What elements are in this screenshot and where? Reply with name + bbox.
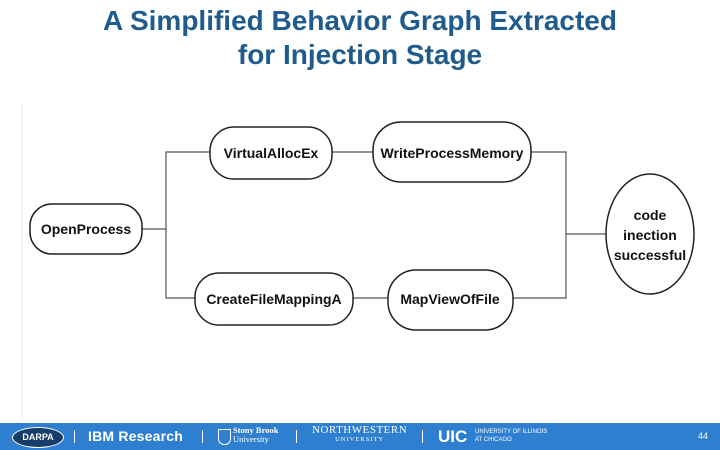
- edge-mapviewoffile-success: [512, 234, 567, 299]
- behavior-graph: OpenProcess VirtualAllocEx WriteProcessM…: [21, 105, 695, 418]
- slide-title-line-2: for Injection Stage: [237, 39, 483, 70]
- slide-title-line-1: A Simplified Behavior Graph Extracted: [103, 5, 617, 36]
- node-mapviewoffile-label: MapViewOfFile: [400, 291, 500, 307]
- footer-separator: [296, 430, 297, 443]
- node-success-label-line-2: inection: [623, 227, 677, 243]
- northwestern-line-2: UNIVERSITY: [335, 436, 385, 443]
- node-openprocess: OpenProcess: [29, 203, 143, 255]
- footer-separator: [74, 430, 75, 443]
- page-number: 44: [697, 431, 708, 441]
- edge-openprocess-virtualallocex: [140, 151, 210, 230]
- footer-bar: DARPA IBM Research Stony Brook Universit…: [0, 423, 720, 450]
- node-success-label-line-3: successful: [614, 247, 686, 263]
- stony-brook-line-2: University: [233, 434, 269, 444]
- node-createfilemappinga: CreateFileMappingA: [194, 272, 354, 326]
- node-writeprocessmemory-label: WriteProcessMemory: [381, 145, 524, 161]
- northwestern-line-1: NORTHWESTERN: [312, 424, 408, 436]
- edge-openprocess-createfilemappinga: [165, 229, 195, 299]
- node-createfilemappinga-label: CreateFileMappingA: [206, 291, 341, 307]
- stony-brook-line-1: Stony Brook: [233, 425, 279, 435]
- node-openprocess-label: OpenProcess: [41, 221, 131, 237]
- uic-subtitle-line-1: UNIVERSITY OF ILLINOIS: [475, 429, 548, 435]
- node-mapviewoffile: MapViewOfFile: [387, 269, 514, 331]
- footer-separator: [202, 430, 203, 443]
- stony-brook-shield-icon: [218, 429, 231, 445]
- uic-subtitle-line-2: AT CHICAGO: [475, 437, 512, 443]
- node-writeprocessmemory: WriteProcessMemory: [372, 121, 532, 183]
- node-success-label-line-1: code: [634, 207, 667, 223]
- uic-logo: UIC: [438, 427, 468, 446]
- node-virtualallocex-label: VirtualAllocEx: [224, 145, 319, 161]
- node-success: code inection successful: [605, 173, 695, 295]
- node-virtualallocex: VirtualAllocEx: [209, 126, 333, 180]
- darpa-logo: DARPA: [12, 427, 64, 448]
- graph-edges: [140, 151, 607, 299]
- slide-title: A Simplified Behavior Graph Extracted fo…: [0, 4, 720, 72]
- northwestern-logo: NORTHWESTERN UNIVERSITY: [312, 425, 407, 445]
- footer-separator: [422, 430, 423, 443]
- stony-brook-logo: Stony Brook University: [233, 426, 278, 444]
- ibm-research-logo: IBM Research: [88, 428, 183, 444]
- uic-subtitle: UNIVERSITY OF ILLINOIS AT CHICAGO: [475, 428, 547, 444]
- edge-writeprocessmemory-success: [530, 151, 607, 235]
